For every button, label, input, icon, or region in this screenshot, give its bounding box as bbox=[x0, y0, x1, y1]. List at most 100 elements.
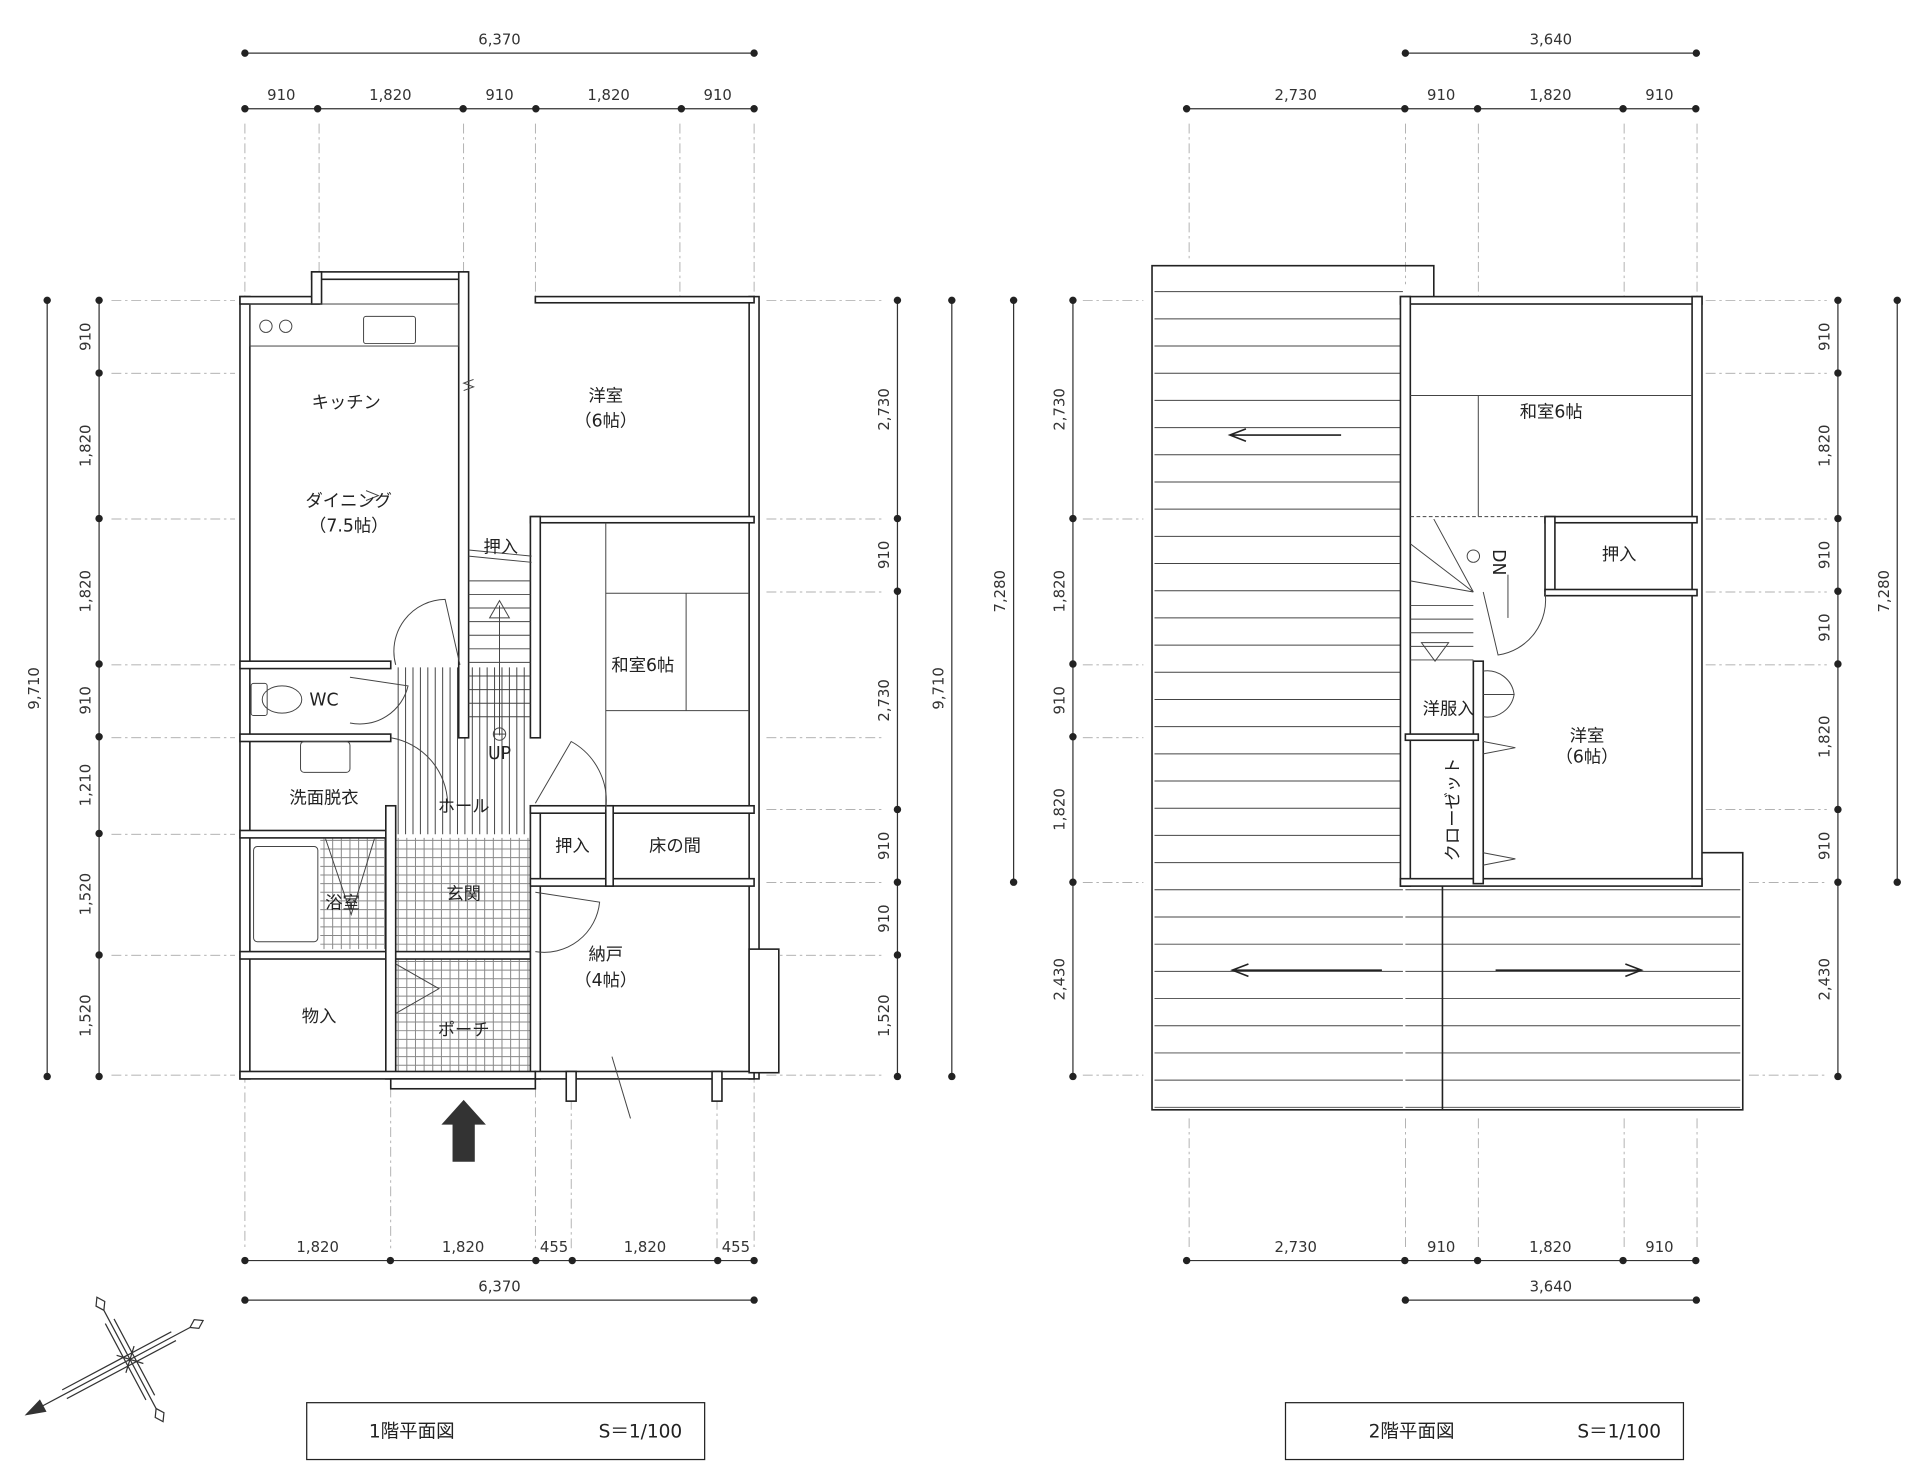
dimension-label: 1,820 bbox=[442, 1239, 484, 1256]
dimension-tick bbox=[43, 296, 51, 305]
dimension-tick bbox=[1834, 660, 1842, 668]
dimension-tick bbox=[948, 1072, 956, 1081]
dimension-tick bbox=[893, 587, 902, 595]
dimension-tick bbox=[893, 514, 902, 523]
room-size-storage: （4帖） bbox=[574, 971, 637, 991]
kitchen-sink-icon bbox=[363, 315, 416, 345]
staircase bbox=[1410, 518, 1474, 661]
room-label-japanese: 和室6帖 bbox=[611, 656, 674, 676]
dimension-tick bbox=[1182, 105, 1191, 113]
dimension-lines: 6,370 910 1,820 910 1,820 910 1,820 1,820 455 1,8… bbox=[26, 31, 1901, 1304]
dimension-label: 910 bbox=[1817, 832, 1834, 860]
dimension-tick bbox=[948, 296, 956, 305]
dimension-tick bbox=[750, 1256, 758, 1265]
dimension-tick bbox=[241, 1256, 249, 1265]
dimension-tick bbox=[1069, 660, 1077, 668]
dimension-tick bbox=[750, 1296, 758, 1304]
dimension-tick bbox=[95, 733, 103, 741]
dimension-label: 9,710 bbox=[930, 667, 947, 709]
dimension-tick bbox=[893, 878, 902, 886]
dimension-tick bbox=[1069, 878, 1077, 886]
dimension-label: 6,370 bbox=[478, 1278, 520, 1295]
dimension-label: 910 bbox=[267, 87, 295, 104]
dimension-label: 2,730 bbox=[1275, 1239, 1317, 1256]
dimension-label: 910 bbox=[1427, 1239, 1455, 1256]
dimension-label: 1,210 bbox=[78, 764, 95, 806]
stair-up-label: UP bbox=[488, 744, 511, 764]
dimension-label: 1,520 bbox=[78, 994, 95, 1036]
dimension-label: 910 bbox=[1817, 541, 1834, 569]
dimension-label: 2,730 bbox=[1275, 87, 1317, 104]
room-label-western: 洋室 bbox=[588, 387, 623, 407]
roof-balcony bbox=[1151, 264, 1744, 1111]
dimension-chain: 6,370 bbox=[241, 1278, 758, 1304]
dimension-tick bbox=[1893, 878, 1901, 886]
compass-icon bbox=[24, 1296, 205, 1423]
dimension-tick bbox=[1473, 105, 1482, 113]
washbasin-icon bbox=[300, 741, 351, 773]
dimension-label: 1,820 bbox=[1052, 788, 1069, 830]
room-size-western: （6帖） bbox=[574, 411, 637, 431]
dimension-label: 1,820 bbox=[1529, 87, 1571, 104]
dimension-label: 910 bbox=[1052, 686, 1069, 714]
dimension-chain: 7,280 bbox=[992, 296, 1018, 886]
dimension-tick bbox=[714, 1256, 722, 1265]
dimension-tick bbox=[532, 105, 540, 113]
dimension-tick bbox=[1834, 1072, 1842, 1081]
dimension-tick bbox=[1692, 49, 1701, 57]
dimension-tick bbox=[1401, 105, 1409, 113]
floor2-fixtures bbox=[1410, 394, 1693, 866]
room-label-hall: ホール bbox=[438, 797, 490, 817]
room-label-bath: 浴室 bbox=[325, 893, 360, 913]
room-size-dining: （7.5帖） bbox=[309, 516, 388, 536]
dimension-tick bbox=[1834, 878, 1842, 886]
floor2-plan: 和室6帖 押入 DN 洋服入 洋室 （6帖） クローゼット bbox=[1082, 123, 1827, 1249]
dimension-tick bbox=[1619, 1256, 1627, 1265]
stair-down-arrow-icon bbox=[1420, 642, 1450, 663]
dimension-tick bbox=[1834, 514, 1842, 523]
dimension-label: 455 bbox=[722, 1239, 750, 1256]
floor2-walls bbox=[1399, 295, 1703, 887]
stair-down-label: DN bbox=[1488, 549, 1508, 575]
dimension-label: 2,430 bbox=[1817, 958, 1834, 1000]
kitchen-counter bbox=[249, 303, 460, 347]
dimension-tick bbox=[1401, 1296, 1410, 1304]
room-label-storage: 納戸 bbox=[588, 945, 623, 965]
dimension-label: 9,710 bbox=[26, 667, 43, 709]
stove-burner-icon bbox=[279, 319, 293, 333]
dimension-tick bbox=[95, 1072, 103, 1081]
floor1-walls bbox=[239, 271, 780, 1102]
dimension-tick bbox=[1069, 733, 1077, 741]
dimension-tick bbox=[893, 805, 902, 814]
dimension-label: 7,280 bbox=[1876, 570, 1893, 612]
dimension-label: 1,520 bbox=[78, 873, 95, 915]
dimension-tick bbox=[43, 1072, 51, 1081]
floor1-title-block: 1階平面図 S＝1/100 bbox=[306, 1402, 706, 1461]
dimension-chain: 6,370 bbox=[241, 31, 758, 57]
dimension-tick bbox=[95, 369, 103, 377]
dimension-tick bbox=[459, 105, 467, 113]
stair-up-arrow-icon bbox=[488, 599, 511, 619]
dimension-tick bbox=[1069, 514, 1077, 523]
dimension-label: 1,820 bbox=[1817, 425, 1834, 467]
dimension-tick bbox=[677, 105, 686, 113]
room-label-japanese: 和室6帖 bbox=[1520, 403, 1583, 423]
room-label-entrance: 玄関 bbox=[446, 885, 481, 905]
door-swing bbox=[349, 676, 409, 725]
floor2-title: 2階平面図 bbox=[1369, 1421, 1455, 1442]
dimension-label: 910 bbox=[876, 541, 893, 569]
dimension-tick bbox=[241, 49, 249, 57]
arrow-left-icon bbox=[1230, 963, 1382, 978]
dimension-label: 1,820 bbox=[1052, 570, 1069, 612]
floor1-scale: S＝1/100 bbox=[599, 1421, 683, 1442]
dimension-label: 1,820 bbox=[624, 1239, 666, 1256]
dimension-tick bbox=[568, 1256, 576, 1265]
dimension-label: 1,820 bbox=[78, 425, 95, 467]
dimension-tick bbox=[1473, 1256, 1482, 1265]
room-label-porch: ポーチ bbox=[438, 1021, 490, 1041]
dimension-tick bbox=[1069, 1072, 1077, 1081]
